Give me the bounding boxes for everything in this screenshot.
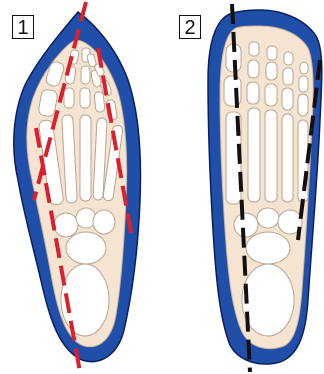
panel-2-figure: [208, 4, 322, 372]
panel-1-figure: [14, 2, 141, 372]
panel-label-1: 1: [12, 15, 34, 39]
panel-label-2: 2: [179, 15, 201, 39]
